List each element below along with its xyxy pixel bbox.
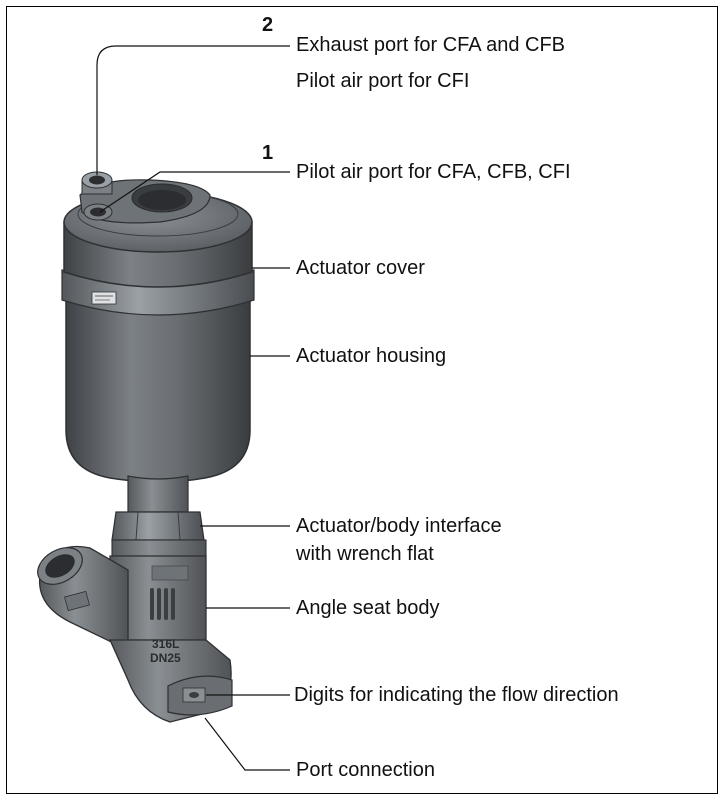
leader-pilot [99,171,290,213]
actuator-neck [127,475,189,513]
label-actuator-housing: Actuator housing [296,345,447,367]
body-material-marking: 316L [152,637,180,651]
angle-seat-body-shape [37,545,233,723]
label-flow-digits: Digits for indicating the flow direction [294,684,619,706]
label-port-connection: Port connection [296,759,435,781]
label-pilot-port-all: Pilot air port for CFA, CFB, CFI [296,161,571,183]
actuator-cover-shape [63,179,253,288]
body-size-marking: DN25 [150,651,181,665]
interface-nut [111,511,207,557]
leader-exhaust [96,45,290,175]
label-angle-seat-body: Angle seat body [296,597,440,619]
label-actuator-cover: Actuator cover [296,257,425,279]
label-interface-line2: with wrench flat [296,543,434,565]
leader-lines [96,45,290,771]
exhaust-port-2 [81,171,113,195]
label-exhaust-port: Exhaust port for CFA and CFB [296,34,566,56]
actuator-housing-shape [65,289,251,483]
port-number-2: 2 [262,14,274,36]
label-pilot-port-cfi: Pilot air port for CFI [296,70,470,92]
leader-port [204,717,290,771]
label-interface-line1: Actuator/body interface [296,515,502,537]
port-number-1: 1 [262,142,274,164]
